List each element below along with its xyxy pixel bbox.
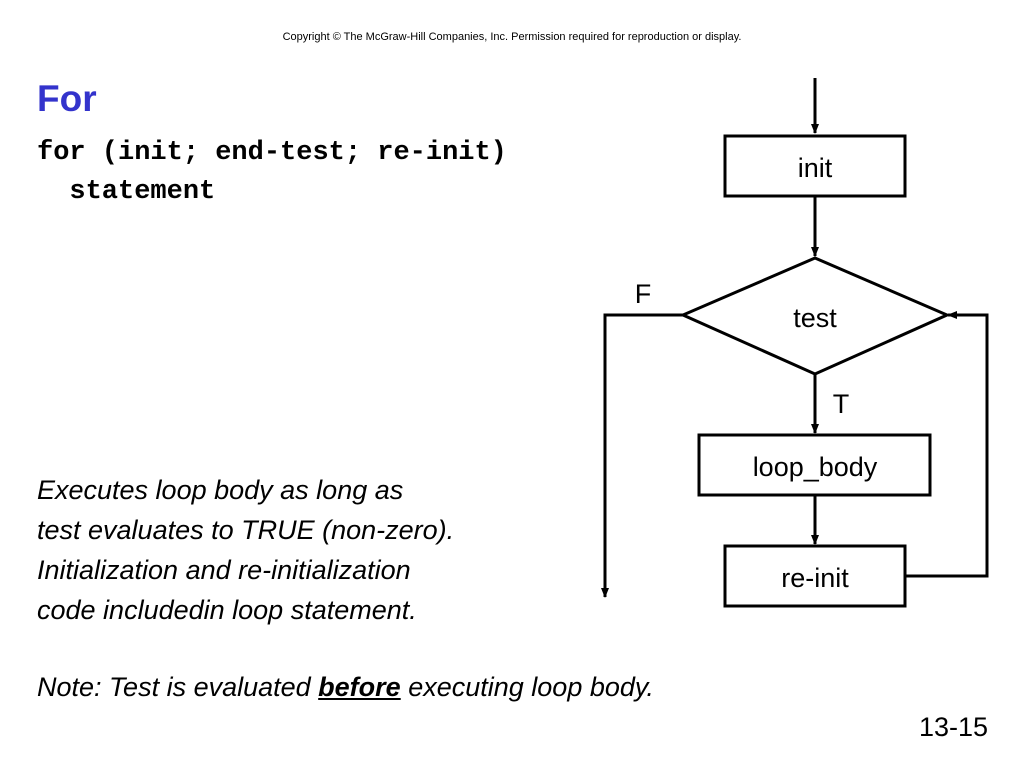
reinit-label: re-init xyxy=(781,563,849,593)
description: Executes loop body as long as test evalu… xyxy=(37,470,454,630)
false-edge-label: F xyxy=(635,279,652,309)
reinit-box xyxy=(723,544,907,608)
note: Note: Test is evaluated before executing… xyxy=(37,672,654,703)
code-line-statement: statement xyxy=(37,177,216,207)
copyright-notice: Copyright © The McGraw-Hill Companies, I… xyxy=(282,31,742,43)
reinit-to-test-arrow xyxy=(905,311,989,578)
loop-body-box xyxy=(697,433,932,497)
test-false-arrow xyxy=(601,313,683,598)
description-line: Initialization and re-initialization xyxy=(37,555,411,585)
loop-body-label: loop_body xyxy=(753,452,878,482)
description-line: code includedin loop statement. xyxy=(37,595,417,625)
note-prefix: Note: Test is evaluated xyxy=(37,672,319,702)
description-line: Executes loop body as long as xyxy=(37,475,404,505)
init-box xyxy=(723,134,907,198)
slide-title: For xyxy=(37,78,97,119)
note-suffix: executing loop body. xyxy=(400,672,654,702)
test-diamond xyxy=(679,256,951,376)
slide-number: 13-15 xyxy=(918,712,988,742)
test-label: test xyxy=(793,303,837,333)
note-emphasis: before xyxy=(318,672,401,702)
init-label: init xyxy=(798,153,833,183)
code-line-for: for (init; end-test; re-init) xyxy=(37,138,507,168)
description-line: test evaluates to TRUE (non-zero). xyxy=(37,515,455,545)
true-edge-label: T xyxy=(833,389,850,419)
